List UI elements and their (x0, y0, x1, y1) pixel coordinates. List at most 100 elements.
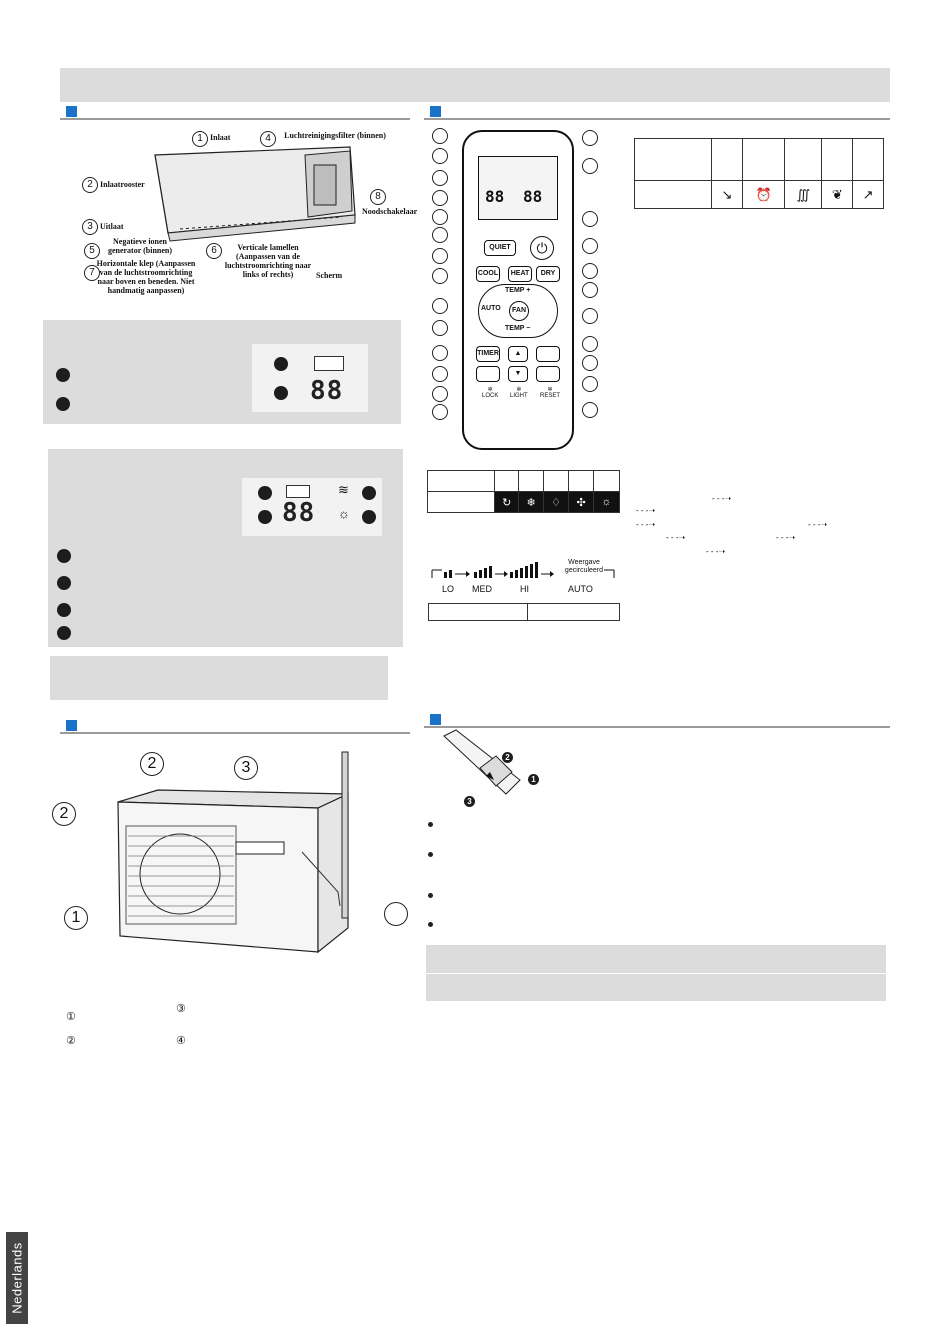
fan-level-hi: HI (520, 584, 529, 594)
remote-callout (432, 148, 448, 164)
remote-control: 88 88 QUIET ⏻ COOL HEAT DRY TEMP + AUTO … (462, 130, 574, 450)
swing-button[interactable] (536, 346, 560, 362)
quiet-button[interactable]: QUIET (484, 240, 516, 256)
temp-minus-button[interactable]: TEMP − (505, 325, 531, 332)
bullet-a2 (56, 397, 70, 411)
remote-callout (582, 263, 598, 279)
battery-note-2 (426, 974, 886, 1001)
outdoor-unit-diagram: 2 2 3 1 (48, 742, 418, 957)
battery-step-1: 1 (528, 774, 539, 785)
dry-button[interactable]: DRY (536, 266, 560, 282)
remote-callout (582, 211, 598, 227)
battery-step-2: 2 (502, 752, 513, 763)
battery-note-1 (426, 945, 886, 973)
display-a-indicator (314, 356, 344, 371)
remote-callout (582, 355, 598, 371)
fan-level-med: MED (472, 584, 492, 594)
remote-callout (432, 209, 448, 225)
down-button[interactable]: ▼ (508, 366, 528, 382)
remote-callout (432, 227, 448, 243)
language-label: Nederlands (9, 1242, 25, 1314)
section-header-outdoor (60, 720, 410, 734)
section-header-battery (424, 714, 890, 728)
display-panel-a: 88 (43, 320, 401, 424)
turbo-icon: ↘ (711, 180, 743, 209)
page-title-bar (60, 68, 890, 102)
display-b-digits: 88 (282, 498, 316, 528)
leaf-icon: ❦ (821, 180, 854, 209)
sequence-arrow: - - -➝ (712, 494, 732, 503)
remote-callout (432, 128, 448, 144)
cool-button[interactable]: COOL (476, 266, 500, 282)
sequence-arrow: - - -➝ (706, 547, 726, 556)
note-box (50, 656, 388, 700)
remote-callout (582, 376, 598, 392)
remote-callout (432, 386, 448, 402)
marker-2: 2 (82, 177, 98, 193)
remote-callout (582, 308, 598, 324)
legend-2: ② (66, 1035, 76, 1047)
outdoor-marker-3: 3 (234, 756, 258, 780)
battery-step-3: 3 (464, 796, 475, 807)
auto-button[interactable]: AUTO (481, 305, 501, 312)
fan-button[interactable]: FAN (509, 301, 529, 321)
remote-callout (432, 320, 448, 336)
sequence-arrow: - - -➝ (636, 520, 656, 529)
function-icon-table: ↘ ⏰ ∭ ❦ ↗ (634, 138, 884, 209)
display-b-screen: ≋ 88 ☼ (242, 478, 382, 536)
label-filter: Luchtreinigingsfilter (binnen) (284, 131, 386, 140)
battery-bullet (428, 922, 433, 927)
power-button[interactable]: ⏻ (530, 236, 554, 260)
fan-mode-icon: ✣ (568, 491, 594, 513)
remote-callout (432, 345, 448, 361)
section-header-remote (424, 106, 890, 120)
marker-1: 1 (192, 131, 208, 147)
sequence-arrow: - - -➝ (666, 533, 686, 542)
outdoor-marker-1: 1 (64, 906, 88, 930)
label-scherm: Scherm (316, 271, 343, 280)
cool-mode-icon: ❄ (518, 491, 544, 513)
battery-bullet (428, 893, 433, 898)
mode-button[interactable] (536, 366, 560, 382)
remote-callout (432, 366, 448, 382)
fan-level-lo: LO (442, 584, 455, 594)
label-uitlaat: Uitlaat (100, 222, 124, 231)
timer-button[interactable]: TIMER (476, 346, 500, 362)
lock-button[interactable]: ✲LOCK (482, 387, 499, 399)
remote-callout (582, 336, 598, 352)
remote-callout (582, 130, 598, 146)
remote-callout (582, 158, 598, 174)
battery-bullet (428, 822, 433, 827)
sequence-arrow: - - -➝ (636, 506, 656, 515)
temp-plus-button[interactable]: TEMP + (505, 287, 531, 294)
remote-callout (432, 404, 448, 420)
reset-button[interactable]: ✲RESET (540, 387, 561, 399)
remote-callout (432, 170, 448, 186)
label-ionen: Negatieve ionen generator (binnen) (107, 237, 173, 255)
display-a-digits: 88 (310, 376, 344, 406)
indoor-unit-drawing (154, 146, 356, 242)
bullet-a1 (56, 368, 70, 382)
heat-button[interactable]: HEAT (508, 266, 532, 282)
legend-4: ④ (176, 1035, 186, 1047)
remote-lcd: 88 88 (478, 156, 558, 220)
remote-callout (432, 190, 448, 206)
dry-mode-icon: ♢ (542, 491, 570, 513)
auto-mode-icon: ↻ (493, 491, 520, 513)
marker-6: 6 (206, 243, 222, 259)
legend-1: ① (66, 1011, 76, 1023)
up-button[interactable]: ▲ (508, 346, 528, 362)
light-button[interactable]: ✲LIGHT (510, 387, 528, 399)
fan-auto-note: Weergave gecirculeerd (564, 559, 604, 574)
remote-callout (432, 268, 448, 284)
alarm-clock-icon: ⏰ (741, 180, 786, 209)
sun-icon: ☼ (338, 506, 350, 521)
label-noodschakelaar: Noodschakelaar (362, 207, 418, 216)
blank-button[interactable] (476, 366, 500, 382)
battery-drawing (443, 729, 521, 795)
marker-3: 3 (82, 219, 98, 235)
bullet-b1 (57, 549, 71, 563)
language-tab: Nederlands (6, 1232, 28, 1324)
remote-callout (582, 402, 598, 418)
mode-icon-table: ↻ ❄ ♢ ✣ ☼ (427, 470, 621, 513)
